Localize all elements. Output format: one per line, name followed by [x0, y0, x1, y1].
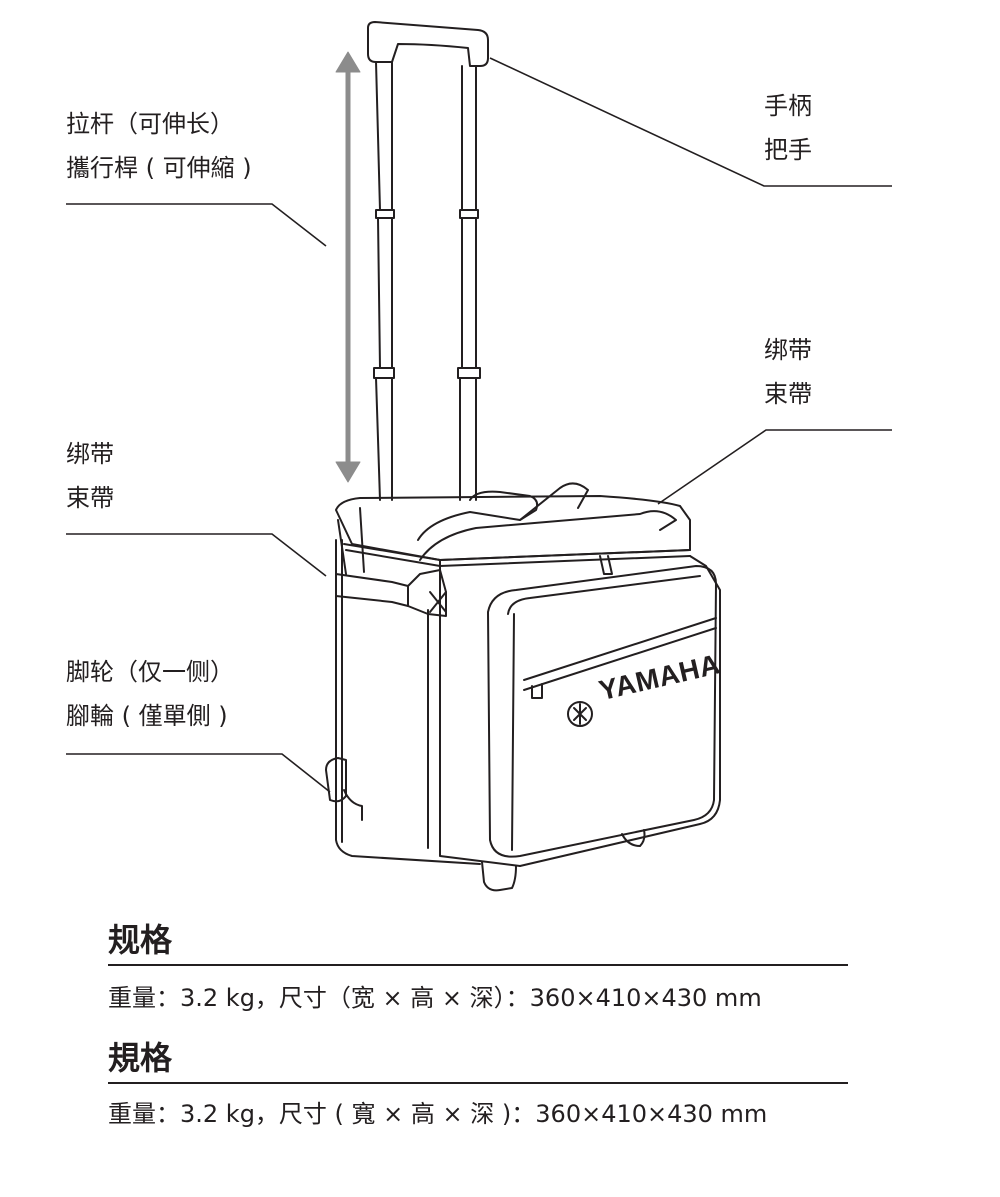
spec-divider	[108, 964, 848, 966]
leader-strap-left	[66, 533, 327, 577]
label-strap-left-line1: 绑带	[66, 440, 114, 468]
label-wheel-line1: 脚轮（仅一侧）	[66, 658, 234, 686]
extension-arrow	[335, 51, 361, 483]
label-handle: 手柄 把手	[764, 94, 812, 162]
label-handle-bar-line2: 攜行桿 ( 可伸縮 )	[66, 154, 252, 182]
spec-title-traditional: 規格	[108, 1039, 173, 1077]
spec-text-simplified: 重量：3.2 kg，尺寸（宽 × 高 × 深）：360×410×430 mm	[108, 984, 762, 1012]
wheels	[325, 757, 646, 892]
label-wheel: 脚轮（仅一侧） 腳輪 ( 僅單側 )	[66, 660, 234, 728]
label-handle-bar-line1: 拉杆（可伸长）	[66, 110, 234, 138]
label-strap-right-line1: 绑带	[764, 336, 812, 364]
leader-wheel	[66, 753, 331, 793]
label-strap-right: 绑带 束帶	[764, 338, 812, 406]
label-strap-left-line2: 束帶	[66, 484, 114, 512]
label-strap-right-line2: 束帶	[764, 380, 812, 408]
leader-handle	[489, 57, 892, 187]
handle-grip	[367, 21, 489, 67]
spec-text-traditional: 重量：3.2 kg，尺寸 ( 寬 × 高 × 深 )：360×410×430 m…	[108, 1100, 768, 1128]
spec-title-simplified: 规格	[108, 921, 173, 959]
label-handle-line2: 把手	[764, 136, 812, 164]
leader-handle-bar	[66, 203, 327, 247]
bag-body	[335, 482, 721, 867]
label-strap-left: 绑带 束帶	[66, 442, 114, 510]
leader-strap-right	[657, 429, 892, 505]
label-wheel-line2: 腳輪 ( 僅單側 )	[66, 702, 228, 730]
spec-divider	[108, 1082, 848, 1084]
label-handle-line1: 手柄	[764, 92, 812, 120]
telescoping-poles	[373, 61, 481, 501]
label-handle-bar: 拉杆（可伸长） 攜行桿 ( 可伸縮 )	[66, 112, 252, 180]
